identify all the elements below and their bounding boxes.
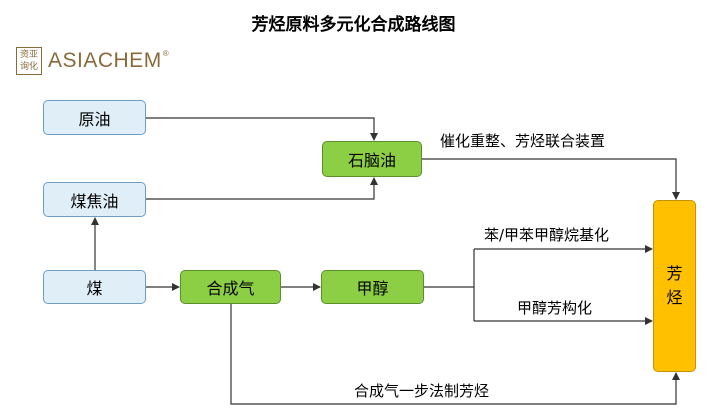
page-title: 芳烃原料多元化合成路线图: [251, 15, 456, 35]
aromatics-char-1: 芳: [666, 264, 683, 283]
route-label-reforming: 催化重整、芳烃联合装置: [440, 132, 606, 150]
route-label-mta: 甲醇芳构化: [517, 299, 593, 317]
edge-naphtha-to-aromatics: [422, 158, 680, 200]
logo-brand: ASIACHEM: [48, 49, 162, 72]
node-methanol: 甲醇: [321, 270, 424, 304]
node-aromatics: 芳 烃: [653, 200, 696, 372]
edge-syngas-one-step: [230, 304, 680, 405]
edge-coaltar-to-naphtha: [146, 177, 378, 200]
node-naphtha: 石脑油: [322, 141, 422, 177]
registered-mark: ®: [162, 49, 170, 58]
edge-crude-to-naphtha: [146, 117, 378, 141]
node-coal-tar: 煤焦油: [43, 182, 146, 217]
route-label-alkylation: 苯/甲苯甲醇烷基化: [484, 226, 610, 244]
route-label-one-step: 合成气一步法制芳烃: [354, 382, 490, 400]
aromatics-char-2: 烃: [666, 288, 683, 307]
logo-wordmark: ASIACHEM®: [48, 49, 169, 73]
node-coal: 煤: [43, 270, 146, 304]
logo-seal: 资亚询化: [16, 47, 42, 75]
node-syngas: 合成气: [180, 270, 281, 304]
node-crude-oil: 原油: [43, 100, 146, 135]
asiachem-logo: 资亚询化 ASIACHEM®: [16, 46, 169, 76]
